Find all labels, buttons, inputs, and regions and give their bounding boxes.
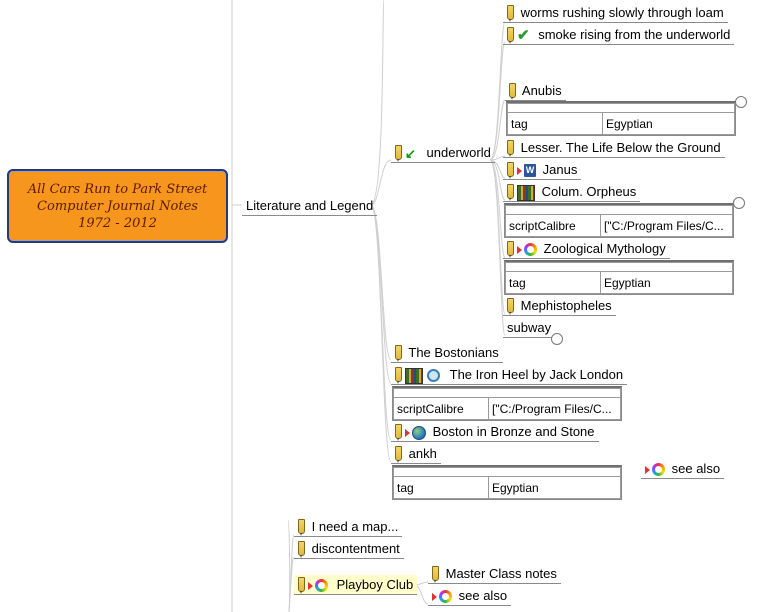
attribute-table-orpheus: scriptCalibre["C:/Program Files/C... <box>504 203 734 238</box>
pencil-icon <box>395 446 402 464</box>
root-node[interactable]: All Cars Run to Park Street Computer Jou… <box>7 169 228 243</box>
pencil-icon <box>395 424 402 442</box>
node-need-a-map[interactable]: I need a map... <box>294 517 403 537</box>
checkmark-icon: ✔ <box>517 27 530 45</box>
node-anubis[interactable]: Anubis <box>505 81 566 101</box>
pencil-icon <box>507 140 514 158</box>
node-label: Boston in Bronze and Stone <box>432 424 595 439</box>
fold-toggle-anubis[interactable] <box>735 96 747 108</box>
node-label: The Iron Heel by Jack London <box>449 367 624 382</box>
node-label: worms rushing slowly through loam <box>520 5 724 20</box>
pencil-icon <box>507 27 514 45</box>
node-janus[interactable]: W Janus <box>503 160 582 180</box>
pencil-icon <box>509 83 516 101</box>
node-label: subway <box>507 320 552 335</box>
node-master-class-notes[interactable]: Master Class notes <box>428 564 561 584</box>
node-label: Literature and Legend <box>246 198 374 213</box>
pencil-icon <box>507 5 514 23</box>
node-discontentment[interactable]: discontentment <box>294 539 404 559</box>
node-label: smoke rising from the underworld <box>538 27 731 42</box>
attribute-key: scriptCalibre <box>393 397 489 420</box>
pencil-icon <box>507 298 514 316</box>
link-arrow-icon <box>517 166 522 175</box>
pencil-icon <box>395 145 402 163</box>
node-playboy-club[interactable]: Playboy Club <box>294 575 418 595</box>
flower-icon <box>524 243 537 257</box>
node-mephistopheles[interactable]: Mephistopheles <box>503 296 616 316</box>
node-label: The Bostonians <box>408 345 499 360</box>
link-arrow-icon <box>517 245 522 254</box>
link-arrow-icon <box>432 592 437 601</box>
attribute-table-iron-heel: scriptCalibre["C:/Program Files/C... <box>392 386 622 421</box>
node-label: Master Class notes <box>445 566 557 581</box>
node-label: Colum. Orpheus <box>541 184 637 199</box>
flower-icon <box>315 579 328 593</box>
attribute-value: Egyptian <box>602 112 735 135</box>
flower-icon <box>439 590 452 604</box>
attribute-key: tag <box>505 271 601 294</box>
node-boston-bronze-stone[interactable]: Boston in Bronze and Stone <box>391 422 599 442</box>
books-icon <box>517 184 535 201</box>
attribute-value: Egyptian <box>488 476 621 499</box>
fold-toggle-subway[interactable] <box>551 333 563 345</box>
books-icon <box>405 367 423 384</box>
node-zoological-mythology[interactable]: Zoological Mythology <box>503 239 670 259</box>
node-label: Janus <box>542 162 578 177</box>
attribute-key: tag <box>393 476 489 499</box>
attribute-key: tag <box>507 112 603 135</box>
node-label: Lesser. The Life Below the Ground <box>520 140 721 155</box>
attribute-value: ["C:/Program Files/C... <box>488 397 621 420</box>
flower-icon <box>652 463 665 477</box>
pencil-icon <box>507 162 514 180</box>
root-line-2: Computer Journal Notes <box>37 198 198 214</box>
node-literature-and-legend[interactable]: Literature and Legend <box>242 196 378 216</box>
node-smoke[interactable]: ✔ smoke rising from the underworld <box>503 25 735 45</box>
node-bostonians[interactable]: The Bostonians <box>391 343 503 363</box>
attribute-value: Egyptian <box>600 271 733 294</box>
attribute-key: scriptCalibre <box>505 214 601 237</box>
node-see-also-2[interactable]: see also <box>428 586 512 606</box>
pencil-icon <box>395 345 402 363</box>
fold-toggle-orpheus[interactable] <box>733 197 745 209</box>
node-label: Anubis <box>521 83 562 98</box>
node-label: I need a map... <box>311 519 399 534</box>
node-label: Playboy Club <box>336 577 414 592</box>
pencil-icon <box>432 566 439 584</box>
arrow-down-left-icon: ↙ <box>405 146 416 162</box>
node-label: see also <box>671 461 721 476</box>
attribute-value: ["C:/Program Files/C... <box>600 214 733 237</box>
pencil-icon <box>507 241 514 259</box>
node-label: discontentment <box>311 541 400 556</box>
node-lesser[interactable]: Lesser. The Life Below the Ground <box>503 138 725 158</box>
node-label: Mephistopheles <box>520 298 612 313</box>
node-label: see also <box>458 588 508 603</box>
word-document-icon: W <box>524 164 536 178</box>
root-line-1: All Cars Run to Park Street <box>27 181 208 197</box>
node-subway[interactable]: subway <box>503 318 556 338</box>
root-line-3: 1972 - 2012 <box>78 215 157 231</box>
pencil-icon <box>507 184 514 202</box>
pencil-icon <box>298 577 305 595</box>
node-see-also-1[interactable]: see also <box>641 459 725 479</box>
node-label: Zoological Mythology <box>543 241 666 256</box>
node-label: ankh <box>408 446 437 461</box>
pencil-icon <box>298 541 305 559</box>
pencil-icon <box>298 519 305 537</box>
node-iron-heel[interactable]: The Iron Heel by Jack London <box>391 365 628 385</box>
node-label: underworld <box>426 145 491 160</box>
link-arrow-icon <box>645 465 650 474</box>
node-underworld[interactable]: ↙ underworld <box>391 143 495 163</box>
node-orpheus[interactable]: Colum. Orpheus <box>503 182 641 202</box>
node-ankh[interactable]: ankh <box>391 444 441 464</box>
globe-icon <box>412 425 426 440</box>
link-arrow-icon <box>405 428 410 437</box>
node-worms[interactable]: worms rushing slowly through loam <box>503 3 728 23</box>
pencil-icon <box>395 367 402 385</box>
link-arrow-icon <box>308 581 313 590</box>
magnifier-icon <box>427 369 440 383</box>
